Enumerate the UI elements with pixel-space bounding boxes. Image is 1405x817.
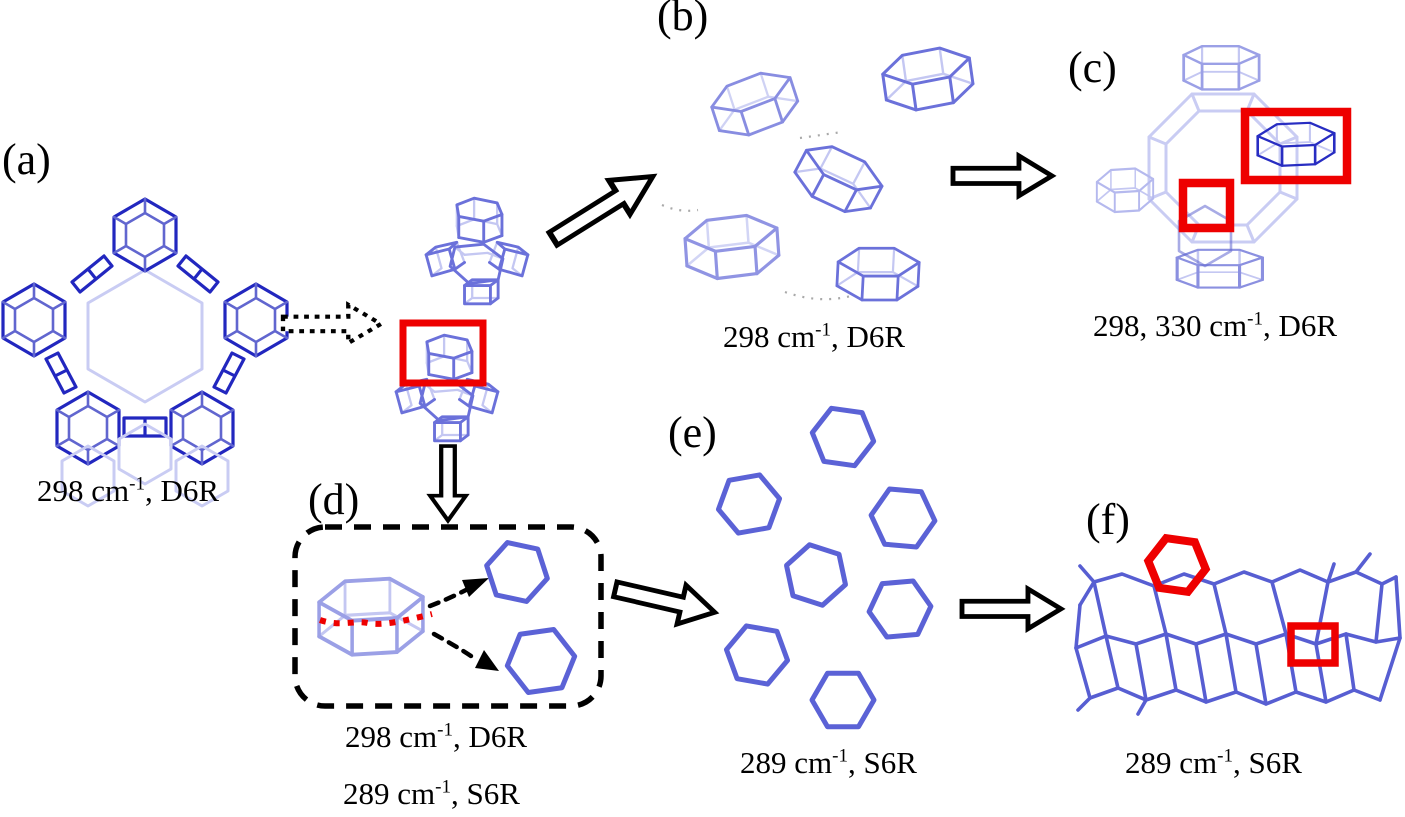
caption-text: , D6R (452, 719, 528, 754)
arrow-mid-to-d (430, 446, 466, 520)
caption-text: 289 cm (1125, 745, 1218, 780)
arrow-e-to-f (962, 589, 1061, 629)
panel-a-caption: 298 cm-1, D6R (37, 473, 220, 508)
panel-c-structure (1095, 44, 1352, 290)
red-highlight-box-c-small (1178, 178, 1235, 233)
caption-sup: -1 (437, 719, 453, 741)
caption-sup: -1 (832, 745, 848, 767)
panel-d-caption-1: 298 cm-1, D6R (345, 719, 528, 754)
caption-sup: -1 (1247, 308, 1263, 330)
caption-text: , S6R (847, 745, 917, 780)
caption-text: , D6R (144, 473, 220, 508)
arrow-d-to-e (611, 570, 719, 632)
caption-sup: -1 (815, 319, 831, 341)
panel-f-label: (f) (1086, 495, 1130, 544)
caption-text: 289 cm (343, 776, 436, 811)
caption-sup: -1 (435, 776, 451, 798)
panel-b-caption: 298 cm-1, D6R (723, 319, 906, 354)
caption-text: , S6R (1232, 745, 1302, 780)
panel-a-framework (1, 197, 289, 508)
caption-sup: -1 (1217, 745, 1233, 767)
dashed-arrow-a-to-mid (280, 301, 386, 347)
intermediate-cages (394, 196, 530, 443)
panel-b-label: (b) (657, 0, 709, 40)
arrow-b-to-c (953, 156, 1052, 196)
caption-text: , D6R (1262, 308, 1338, 343)
red-cleavage-dotted-line (319, 611, 433, 627)
panel-d-caption-2: 289 cm-1, S6R (343, 776, 520, 811)
panel-f-network (1074, 533, 1402, 716)
red-highlight-box-c-large (1240, 107, 1352, 185)
caption-text: 298 cm (37, 473, 130, 508)
red-highlight-hexagon-f (1143, 533, 1211, 597)
panel-a-label: (a) (2, 135, 51, 184)
red-highlight-box-mid (399, 319, 487, 387)
caption-text: 298, 330 cm (1093, 308, 1248, 343)
arrow-mid-to-b (543, 160, 664, 256)
caption-text: 298 cm (345, 719, 438, 754)
caption-text: , D6R (830, 319, 906, 354)
caption-text: , S6R (450, 776, 520, 811)
panel-c-label: (c) (1068, 43, 1117, 92)
panel-e-rings (715, 405, 938, 730)
red-highlight-box-f (1287, 622, 1339, 667)
caption-text: 289 cm (740, 745, 833, 780)
caption-sup: -1 (129, 473, 145, 495)
panel-f-caption: 289 cm-1, S6R (1125, 745, 1302, 780)
panel-d-box (292, 524, 604, 709)
panel-e-caption: 289 cm-1, S6R (740, 745, 917, 780)
panel-e-label: (e) (668, 408, 717, 457)
panel-b-prisms (661, 42, 977, 305)
panel-d-label: (d) (308, 475, 360, 524)
caption-text: 298 cm (723, 319, 816, 354)
panel-c-caption: 298, 330 cm-1, D6R (1093, 308, 1338, 343)
